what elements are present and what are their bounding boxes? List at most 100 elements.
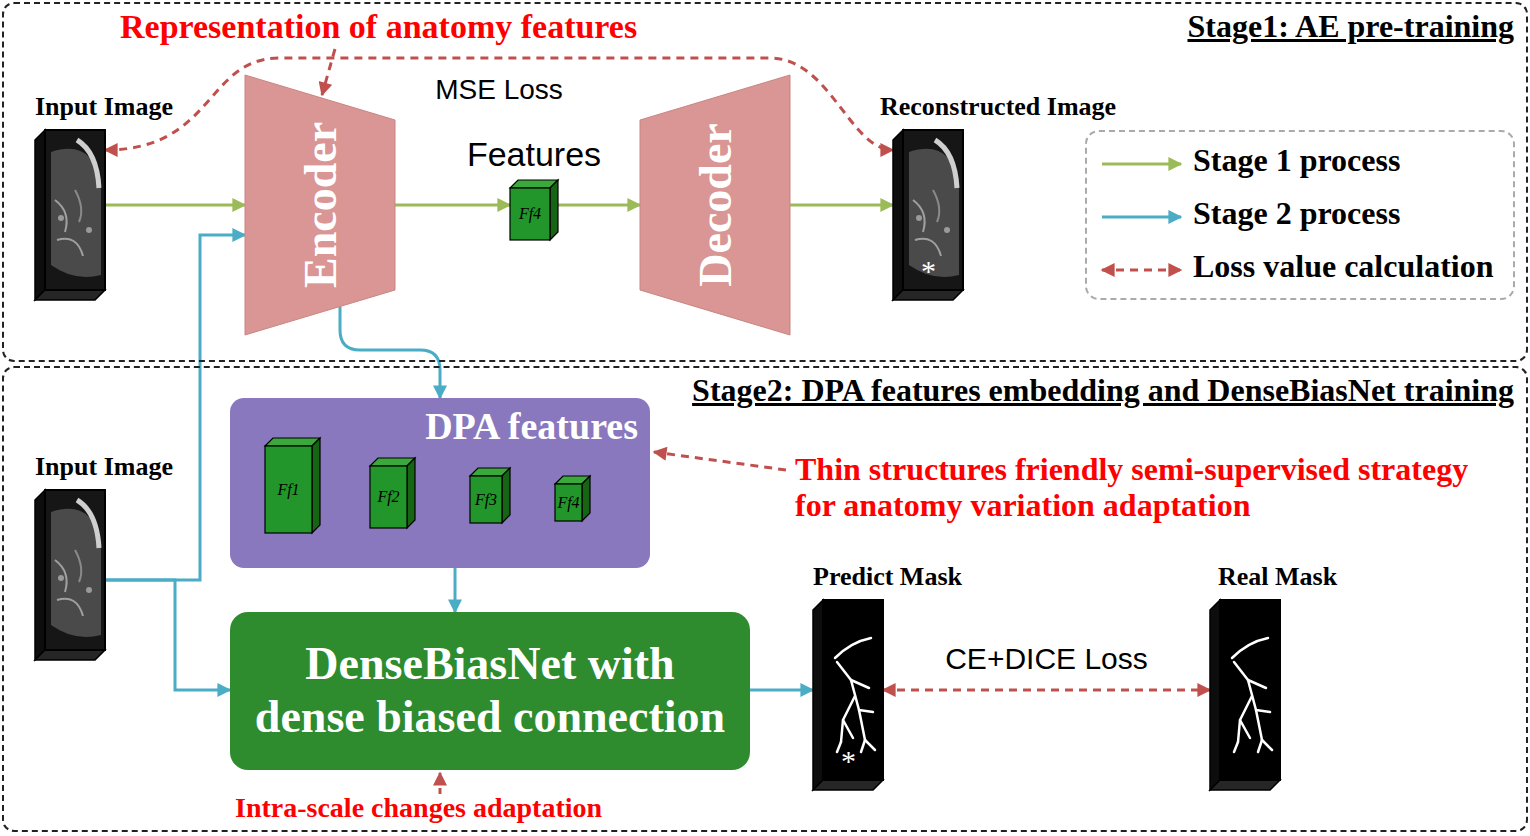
- slab-bottom: [1210, 780, 1280, 790]
- slab-face: [1220, 600, 1280, 780]
- vessel-branch: [1238, 696, 1252, 742]
- network-box: DenseBiasNet with dense biased connectio…: [230, 612, 750, 770]
- image-node: Reconstructed Image*: [893, 130, 963, 300]
- stage-heading: Stage1: AE pre-training: [1187, 8, 1514, 45]
- cube-label: Ff4: [510, 188, 550, 240]
- asterisk-mark: *: [841, 746, 856, 776]
- leader-line: [654, 452, 786, 470]
- process-arrow: [395, 204, 510, 207]
- slab-bottom: [893, 290, 963, 300]
- vessel-detail: [75, 190, 81, 222]
- edge-label: MSE Loss: [431, 74, 567, 106]
- legend-text: Stage 1 process: [1193, 142, 1400, 179]
- decoder-block: Decoder: [640, 75, 790, 335]
- process-arrow: [340, 307, 440, 399]
- encoder-block: Encoder: [245, 75, 395, 335]
- vessel-detail: [915, 239, 941, 256]
- slab-face: [823, 600, 883, 780]
- process-arrow: [105, 235, 245, 580]
- leader-line: [322, 49, 335, 95]
- cube-side: [312, 438, 320, 533]
- process-arrow: [454, 568, 457, 612]
- process-arrow: [105, 580, 230, 690]
- mask-node: Predict Mask*: [813, 600, 883, 790]
- vessel-branch: [1258, 740, 1262, 752]
- vessel-branch: [859, 710, 873, 712]
- cube-front: [265, 446, 312, 533]
- block-label: Encoder: [294, 122, 347, 288]
- legend-row: Stage 2 process: [1087, 195, 1513, 239]
- leader-line: [439, 773, 442, 794]
- feature-cube-node: Ff2: [370, 458, 415, 528]
- legend-line: [1102, 269, 1181, 272]
- legend-sample: [1099, 154, 1185, 174]
- legend-line: [1102, 216, 1181, 219]
- vessel-branch: [1240, 720, 1250, 738]
- vessel-detail: [57, 599, 83, 616]
- process-arrow: [790, 204, 893, 207]
- cube-front: [370, 466, 407, 528]
- vessel-branch: [841, 696, 855, 742]
- vessel-branch: [1234, 742, 1238, 752]
- slab-bottom: [35, 290, 105, 300]
- vessel-detail: [55, 200, 67, 232]
- image-node: Input Image: [35, 130, 105, 300]
- image-label: Real Mask: [1218, 562, 1337, 592]
- feature-heading: Features: [467, 135, 601, 174]
- legend-sample: [1099, 207, 1185, 227]
- box-label: DenseBiasNet with dense biased connectio…: [250, 638, 730, 744]
- vessel-branch: [835, 638, 871, 658]
- vessel-dot: [944, 227, 950, 233]
- asterisk-mark: *: [921, 256, 936, 286]
- slab-bottom: [813, 780, 883, 790]
- mask-image: [1210, 600, 1280, 790]
- ct-image: [35, 490, 105, 660]
- vessel-tree: [1232, 638, 1272, 752]
- cube-label: Ff4: [555, 484, 582, 521]
- vessel-branch: [1232, 638, 1268, 658]
- image-label: Input Image: [35, 92, 173, 122]
- legend-row: Loss value calculation: [1087, 248, 1513, 292]
- cube-side: [502, 468, 510, 523]
- image-node: Input Image: [35, 490, 105, 660]
- cube-label: Ff3: [470, 476, 502, 523]
- image-label: Reconstructed Image: [880, 92, 1116, 122]
- image-label: Input Image: [35, 452, 173, 482]
- ct-image: [35, 130, 105, 300]
- legend-row: Stage 1 process: [1087, 142, 1513, 186]
- feature-cube-node: Ff3: [470, 468, 510, 523]
- vessel-branch: [865, 740, 875, 750]
- edge-label: CE+DICE Loss: [941, 642, 1152, 677]
- vessel-detail: [57, 239, 83, 256]
- cube-label: Ff2: [370, 466, 407, 528]
- vessel-branch: [851, 680, 869, 688]
- vessel-dot: [86, 227, 92, 233]
- cube-front: [510, 188, 550, 240]
- slab-side: [1210, 600, 1220, 790]
- slab-face: [45, 130, 105, 290]
- legend-sample: [1099, 260, 1185, 280]
- stage-panel: Stage2: DPA features embedding and Dense…: [2, 366, 1528, 832]
- cube-side: [550, 180, 558, 240]
- cube-label: Ff1: [265, 446, 312, 533]
- loss-connector: [883, 689, 1210, 692]
- process-arrow: [105, 204, 245, 207]
- callout-note: Thin structures friendly semi-supervised…: [795, 452, 1500, 524]
- block-label: Decoder: [689, 123, 742, 286]
- vessel-detail: [933, 190, 939, 222]
- vessel-dot: [86, 587, 92, 593]
- vessel-detail: [75, 550, 81, 582]
- slab-face: [45, 490, 105, 650]
- stage-heading: Stage2: DPA features embedding and Dense…: [692, 372, 1514, 409]
- trapezoid-shape: [640, 75, 790, 335]
- cube-front: [555, 484, 582, 521]
- trapezoid-shape: [245, 75, 395, 335]
- vessel-dot: [58, 575, 64, 581]
- process-arrow: [750, 689, 813, 692]
- organ-detail: [935, 140, 957, 188]
- vessel-branch: [1248, 680, 1266, 688]
- slab-side: [893, 130, 903, 300]
- vessel-branch: [843, 720, 853, 738]
- legend-text: Loss value calculation: [1193, 248, 1493, 285]
- vessel-branch: [861, 740, 865, 752]
